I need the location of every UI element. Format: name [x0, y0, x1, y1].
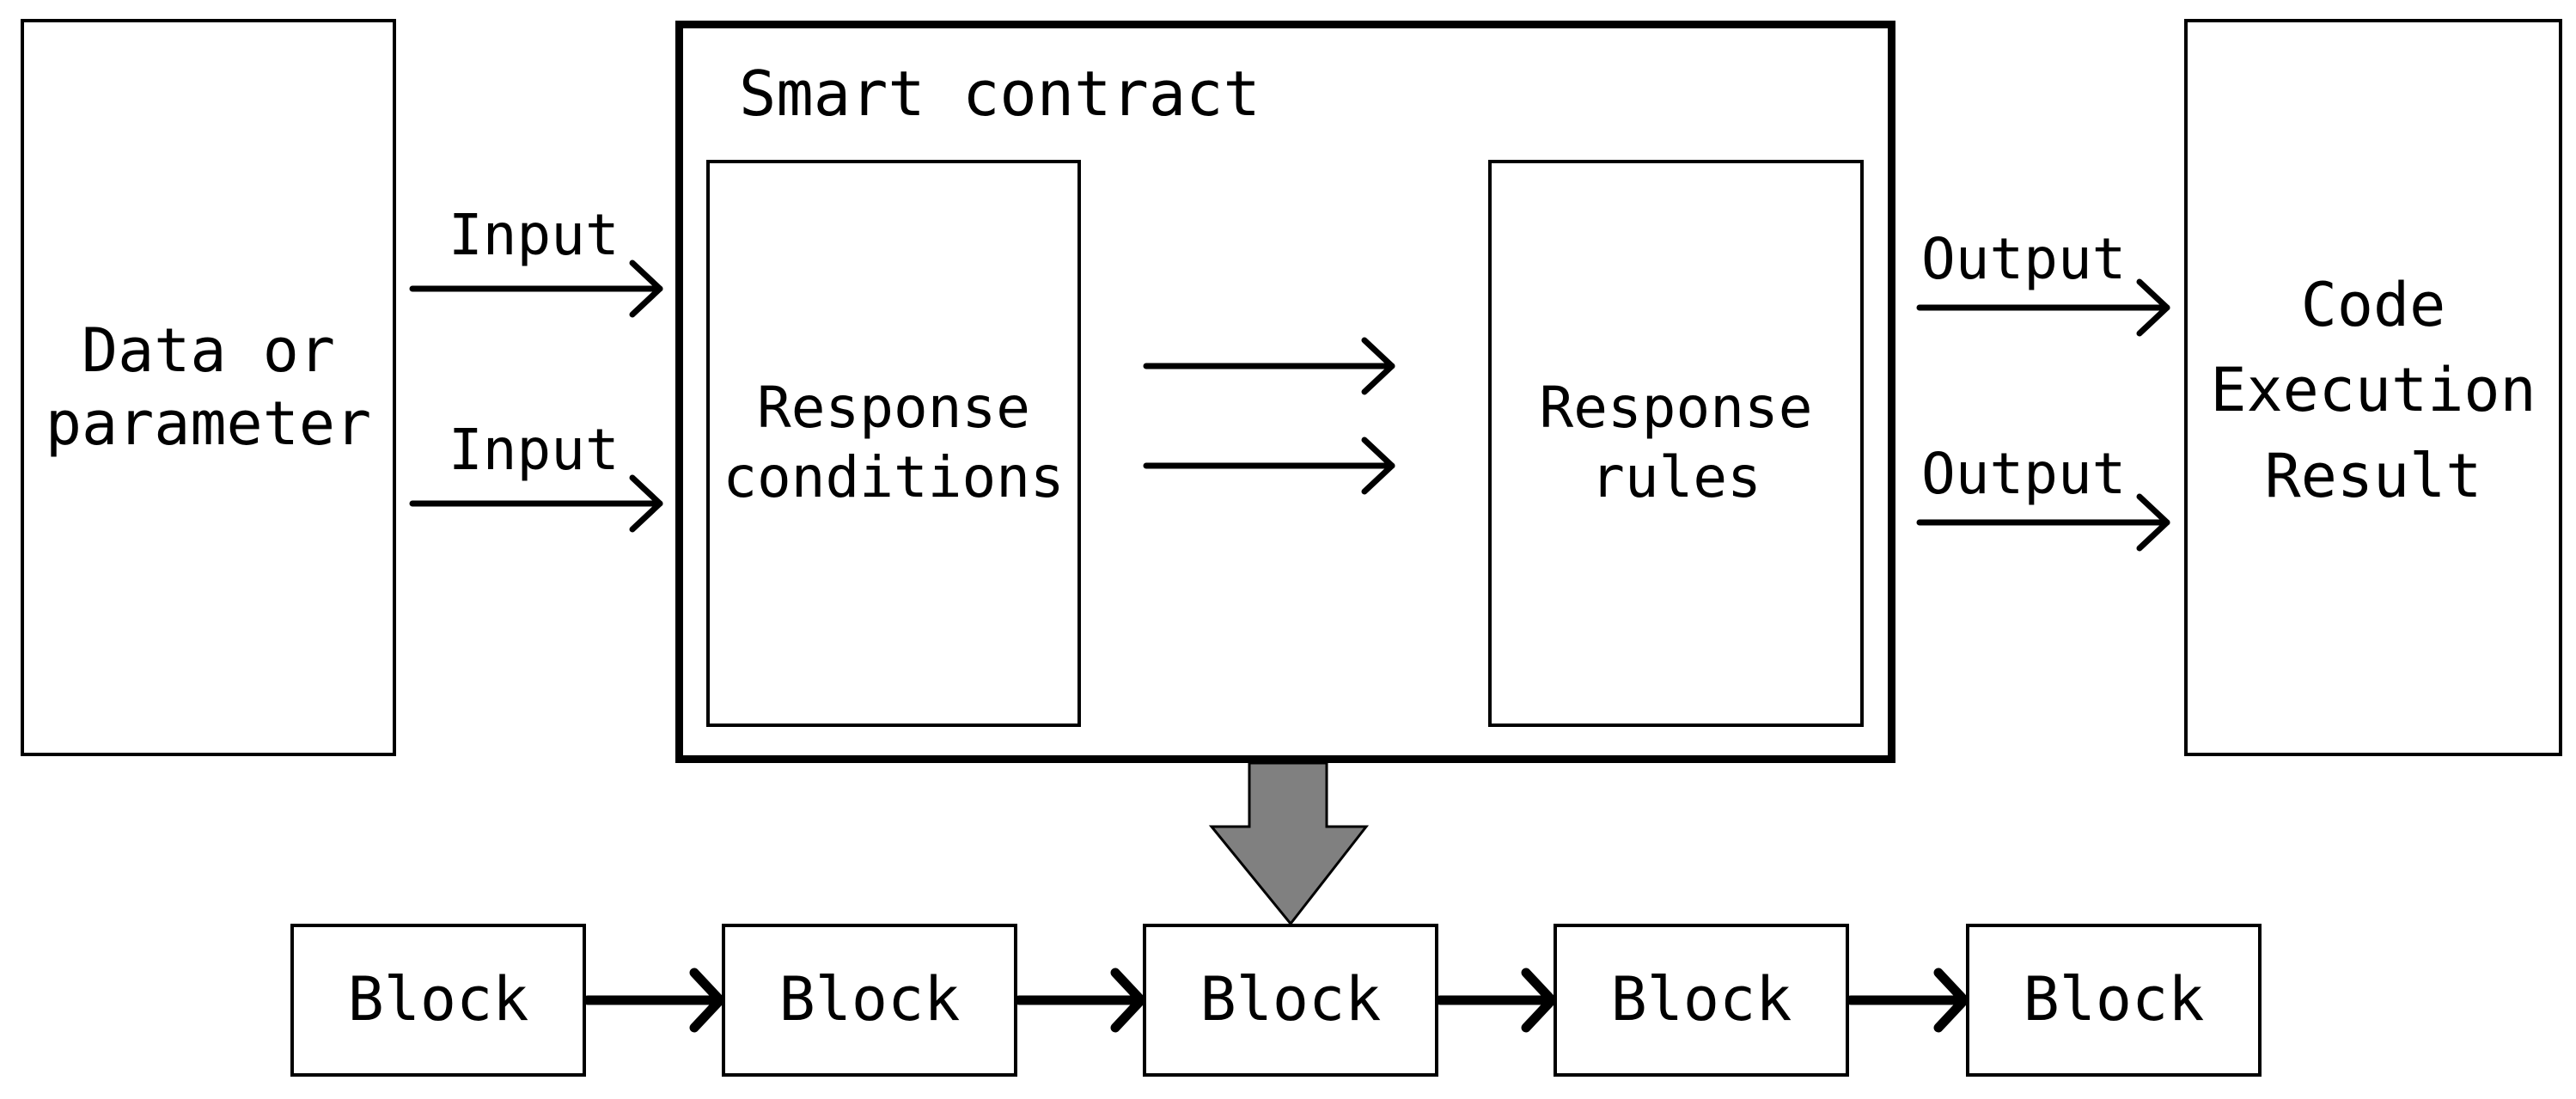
block-3: Block	[1143, 924, 1438, 1077]
input-arrow-2	[409, 474, 663, 533]
input-label-1: Input	[449, 202, 620, 268]
data-parameter-box: Data or parameter	[21, 19, 396, 756]
input-arrow-1	[409, 259, 663, 318]
data-parameter-label: Data or parameter	[45, 314, 372, 459]
input-label-2: Input	[449, 417, 620, 483]
block-2: Block	[722, 924, 1017, 1077]
response-rules-box: Response rules	[1488, 160, 1864, 727]
block-1: Block	[290, 924, 586, 1077]
code-execution-result-box: Code Execution Result	[2184, 19, 2562, 756]
chain-arrow-2	[1014, 968, 1146, 1033]
chain-arrow-3	[1435, 968, 1557, 1033]
block-5: Block	[1966, 924, 2262, 1077]
block-1-label: Block	[347, 964, 529, 1035]
chain-arrow-1	[583, 968, 725, 1033]
chain-arrow-4	[1846, 968, 1969, 1033]
block-2-label: Block	[778, 964, 961, 1035]
deploy-down-arrow	[1208, 761, 1370, 926]
response-conditions-box: Response conditions	[706, 160, 1081, 727]
block-4: Block	[1554, 924, 1849, 1077]
block-5-label: Block	[2023, 964, 2205, 1035]
block-3-label: Block	[1199, 964, 1382, 1035]
response-rules-label: Response rules	[1539, 375, 1813, 510]
block-4-label: Block	[1610, 964, 1792, 1035]
response-conditions-label: Response conditions	[723, 375, 1065, 510]
smart-contract-title: Smart contract	[739, 58, 1261, 130]
output-label-2: Output	[1921, 441, 2127, 507]
code-execution-result-label: Code Execution Result	[2210, 270, 2536, 511]
output-label-1: Output	[1921, 226, 2127, 292]
